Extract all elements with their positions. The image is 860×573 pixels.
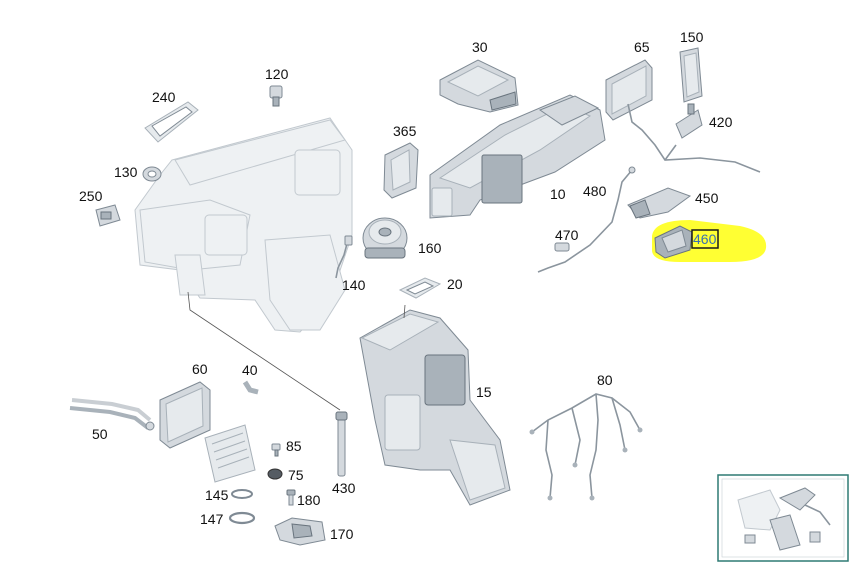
part-450-module	[627, 187, 692, 219]
label-240: 240	[152, 89, 176, 105]
part-15-lower-housing	[359, 309, 511, 506]
part-140-probe	[335, 235, 353, 279]
label-60: 60	[192, 361, 208, 377]
part-65-filter	[605, 59, 653, 121]
label-430: 430	[332, 480, 356, 496]
part-160-blower	[362, 217, 408, 259]
leader-15-to-20	[403, 304, 406, 319]
label-170: 170	[330, 526, 354, 542]
part-30-duct	[439, 59, 519, 113]
label-120: 120	[265, 66, 289, 82]
part-85-screw	[271, 443, 281, 457]
label-365: 365	[393, 123, 417, 139]
part-145-ring	[231, 489, 253, 499]
wire-harness-upper-right	[627, 103, 761, 173]
part-240-seal	[144, 101, 199, 143]
part-365-cover	[383, 142, 419, 199]
part-120-sensor	[269, 85, 283, 107]
part-460-highlight	[652, 220, 767, 262]
part-20-gasket	[398, 277, 442, 299]
label-460-box	[691, 229, 719, 249]
wire-branch-420	[664, 144, 677, 161]
label-65: 65	[634, 39, 650, 55]
label-50: 50	[92, 426, 108, 442]
wire-480-connector	[628, 166, 636, 174]
label-460: 460	[693, 231, 717, 247]
part-80-harness	[529, 393, 643, 501]
part-470-connector	[554, 242, 570, 252]
grille-panel	[204, 424, 256, 483]
label-20: 20	[447, 276, 463, 292]
label-147: 147	[200, 511, 224, 527]
part-170-servo	[274, 517, 326, 546]
label-15: 15	[476, 384, 492, 400]
label-480: 480	[583, 183, 607, 199]
part-10-distribution-housing	[429, 94, 606, 219]
part-130-grommet	[142, 166, 162, 182]
part-147-ring	[228, 511, 256, 525]
hvac-housing-ghost	[134, 117, 353, 333]
part-150-filter-element	[679, 47, 703, 103]
label-150: 150	[680, 29, 704, 45]
label-180: 180	[297, 492, 321, 508]
label-450: 450	[695, 190, 719, 206]
part-180-bolt	[286, 489, 296, 506]
label-85: 85	[286, 438, 302, 454]
part-75-mount	[267, 468, 283, 480]
part-40-elbow	[242, 380, 259, 395]
label-160: 160	[418, 240, 442, 256]
label-40: 40	[242, 362, 258, 378]
leader-housing-to-430	[187, 291, 341, 411]
part-60-heater-core	[159, 381, 211, 449]
overview-thumbnail	[717, 474, 849, 562]
part-50-pipes	[69, 398, 155, 431]
label-420: 420	[709, 114, 733, 130]
part-420-bracket	[675, 103, 703, 139]
part-250-actuator	[95, 204, 121, 227]
label-75: 75	[288, 467, 304, 483]
part-430-pipe	[335, 411, 348, 477]
label-80: 80	[597, 372, 613, 388]
label-10: 10	[550, 186, 566, 202]
part-480-wire	[537, 169, 633, 273]
label-130: 130	[114, 164, 138, 180]
label-250: 250	[79, 188, 103, 204]
label-30: 30	[472, 39, 488, 55]
label-470: 470	[555, 227, 579, 243]
label-140: 140	[342, 277, 366, 293]
label-145: 145	[205, 487, 229, 503]
